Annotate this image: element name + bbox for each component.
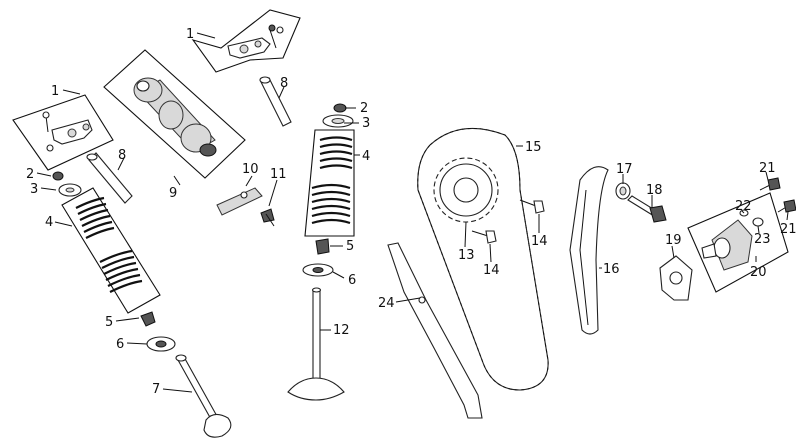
valve-cap-left (52, 171, 64, 181)
valve-spring-left-group (61, 187, 161, 314)
callout-pin-top: 8 (280, 76, 288, 91)
valve-seat-left (146, 336, 176, 352)
camshaft-group (103, 49, 246, 179)
o-ring (615, 182, 631, 200)
callout-spring-small: 22 (735, 199, 752, 214)
leader-lines (36, 32, 789, 393)
callout-seat-left: 6 (116, 337, 124, 352)
sprocket-bolt-b (471, 230, 497, 244)
tensioner-gasket (659, 255, 693, 301)
callout-oring: 17 (616, 162, 633, 177)
callout-cap-mid: 2 (360, 101, 368, 116)
callout-keeper-mid: 5 (346, 239, 354, 254)
callout-plate: 10 (242, 162, 259, 177)
callout-washer-left: 3 (30, 182, 38, 197)
callout-seat-mid: 6 (348, 273, 356, 288)
callout-rocker-left: 1 (51, 84, 59, 99)
screw-bottom (777, 199, 796, 213)
callout-cap-left: 2 (26, 167, 34, 182)
callout-valve-mid: 12 (333, 323, 350, 338)
rocker-pin-top (259, 76, 292, 127)
retainer-plate (216, 187, 263, 216)
spring-washer-mid (322, 114, 354, 128)
screw-top (759, 177, 781, 191)
tensioner-bolt (627, 195, 667, 223)
callout-pin-left: 8 (118, 148, 126, 163)
rocker-arm-left-group (12, 94, 114, 171)
callout-guide-right: 16 (603, 262, 620, 277)
callout-tensioner-box: 20 (750, 265, 767, 280)
callout-tensioner-bolt: 18 (646, 183, 663, 198)
small-bolt (260, 208, 275, 227)
callout-keeper-left: 5 (105, 315, 113, 330)
callout-bolt-a: 14 (531, 234, 548, 249)
rocker-pin-left (86, 152, 133, 204)
valve-cap-mid (333, 103, 347, 113)
callout-washer-mid: 3 (362, 116, 370, 131)
callout-tensioner-body: 23 (754, 232, 771, 247)
tensioner-box-group (687, 192, 789, 293)
callout-chain: 15 (525, 140, 542, 155)
callout-screw-top: 21 (759, 161, 776, 176)
callout-gasket: 19 (665, 233, 682, 248)
callout-spring-left: 4 (45, 215, 53, 230)
chain-guide-right (569, 166, 609, 335)
valve-left (175, 354, 232, 438)
callout-sprocket: 13 (458, 248, 475, 263)
valve-keeper-mid (315, 238, 330, 255)
sprocket-bolt-a (519, 199, 545, 214)
chain-guide-left (387, 242, 483, 419)
cam-sprocket (433, 157, 499, 223)
callout-bolt-small: 11 (270, 167, 287, 182)
callout-rocker-top: 1 (186, 27, 194, 42)
callout-camshaft: 9 (169, 186, 177, 201)
valve-spring-mid-group (304, 129, 355, 237)
spring-washer-left (58, 183, 82, 197)
valve-keeper-left (140, 311, 156, 327)
callout-spring-mid: 4 (362, 149, 370, 164)
callout-screw-bottom: 21 (780, 222, 796, 237)
callout-guide-left: 24 (378, 296, 395, 311)
callout-valve-left: 7 (152, 382, 160, 397)
valve-seat-mid (302, 263, 334, 277)
rocker-arm-top-group (191, 9, 301, 73)
callout-bolt-b: 14 (483, 263, 500, 278)
valve-mid (287, 287, 345, 401)
